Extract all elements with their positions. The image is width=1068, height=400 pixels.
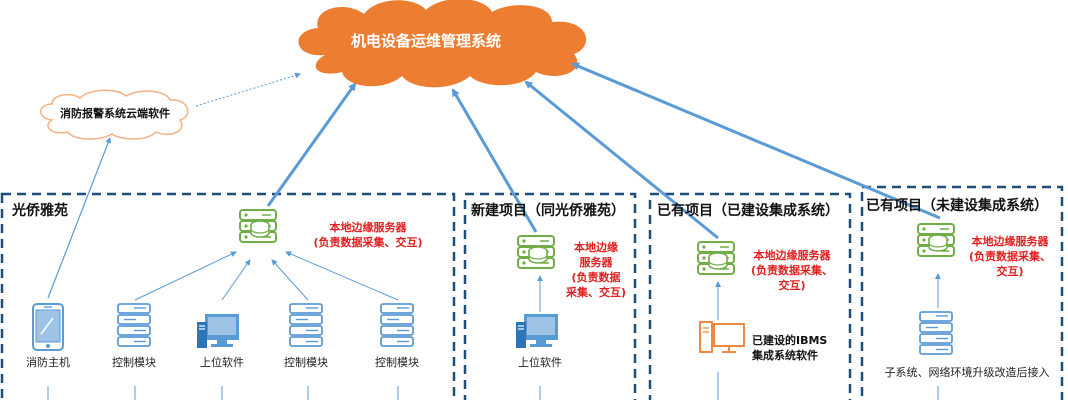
server-icon bbox=[517, 235, 555, 269]
main-system-cloud bbox=[298, 0, 587, 88]
uplink-arrow bbox=[524, 80, 719, 240]
uplink-arrow bbox=[451, 88, 538, 233]
fire-cloud-link bbox=[195, 72, 301, 107]
module-icon bbox=[919, 311, 953, 355]
bottom-stubs bbox=[47, 372, 939, 400]
server-caption: 本地边缘服务器(负责数据采集、交互) bbox=[750, 249, 834, 292]
zone-title: 已有项目（已建设集成系统） bbox=[657, 203, 839, 219]
server-caption: 本地边缘服务器 (负责数据采集、交互) bbox=[565, 241, 627, 299]
server-icon bbox=[239, 209, 277, 243]
device-label: 控制模块 bbox=[284, 356, 328, 369]
device-label: 控制模块 bbox=[112, 356, 156, 369]
device-link bbox=[271, 259, 309, 301]
uplink-arrow bbox=[266, 82, 357, 207]
device-label: 上位软件 bbox=[200, 356, 244, 369]
server-caption: 本地边缘服务器(负责数据采集、交互) bbox=[968, 235, 1052, 278]
device-link bbox=[221, 259, 251, 301]
zone-title: 光侨雅苑 bbox=[12, 203, 68, 219]
zone-box bbox=[860, 185, 1064, 400]
fire-cloud-shape bbox=[40, 89, 189, 140]
module-icon bbox=[289, 303, 323, 347]
zone-title: 已有项目（未建设集成系统） bbox=[866, 198, 1048, 214]
zone-box bbox=[0, 192, 456, 400]
device-label: 消防主机 bbox=[26, 356, 70, 369]
device-label: 上位软件 bbox=[518, 356, 562, 369]
device-link bbox=[285, 251, 399, 301]
monitor-icon bbox=[515, 313, 559, 349]
device-link bbox=[134, 251, 237, 301]
computer-icon bbox=[699, 321, 745, 353]
zone-title: 新建项目（同光侨雅苑） bbox=[471, 203, 625, 219]
zone-box bbox=[648, 192, 852, 400]
fire-host-link bbox=[47, 137, 111, 299]
device-label: 控制模块 bbox=[375, 356, 419, 369]
uplink-arrow bbox=[571, 62, 941, 220]
monitor-icon bbox=[196, 313, 240, 349]
module-icon bbox=[117, 303, 151, 347]
server-icon bbox=[917, 223, 955, 257]
phone-icon bbox=[32, 303, 64, 351]
server-icon bbox=[697, 241, 735, 275]
device-label: 子系统、网络环境升级改造后接入 bbox=[884, 366, 1050, 379]
main-system-label: 机电设备运维管理系统 bbox=[351, 32, 502, 50]
module-icon bbox=[380, 303, 414, 347]
fire-cloud-label: 消防报警系统云端软件 bbox=[60, 107, 170, 120]
server-caption: 本地边缘服务器(负责数据采集、交互) bbox=[313, 221, 423, 249]
